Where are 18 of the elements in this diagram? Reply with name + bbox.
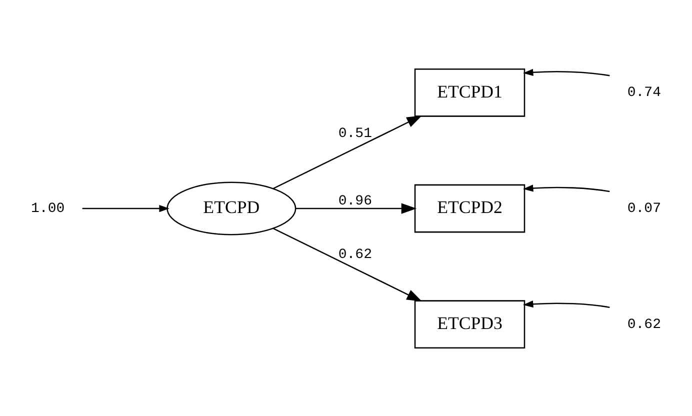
edge-label: 0.51 bbox=[338, 125, 372, 142]
edge-label: 0.96 bbox=[338, 192, 372, 209]
arrow bbox=[523, 184, 610, 192]
arrow bbox=[296, 202, 417, 214]
edge-label: 0.62 bbox=[338, 246, 372, 262]
node-box: ETCPD1 bbox=[414, 68, 526, 116]
node-text: 0.07 bbox=[627, 200, 661, 217]
node-box: ETCPD3 bbox=[414, 300, 526, 348]
arrow bbox=[523, 68, 610, 76]
node-ellipse: ETCPD bbox=[166, 181, 296, 235]
arrow bbox=[272, 227, 422, 302]
arrow bbox=[272, 114, 422, 189]
arrow bbox=[82, 204, 170, 212]
node-box: ETCPD2 bbox=[414, 184, 526, 232]
node-text: 0.62 bbox=[627, 316, 661, 332]
node-text: 1.00 bbox=[31, 200, 65, 217]
node-text: 0.74 bbox=[627, 84, 661, 101]
arrow bbox=[523, 300, 610, 308]
